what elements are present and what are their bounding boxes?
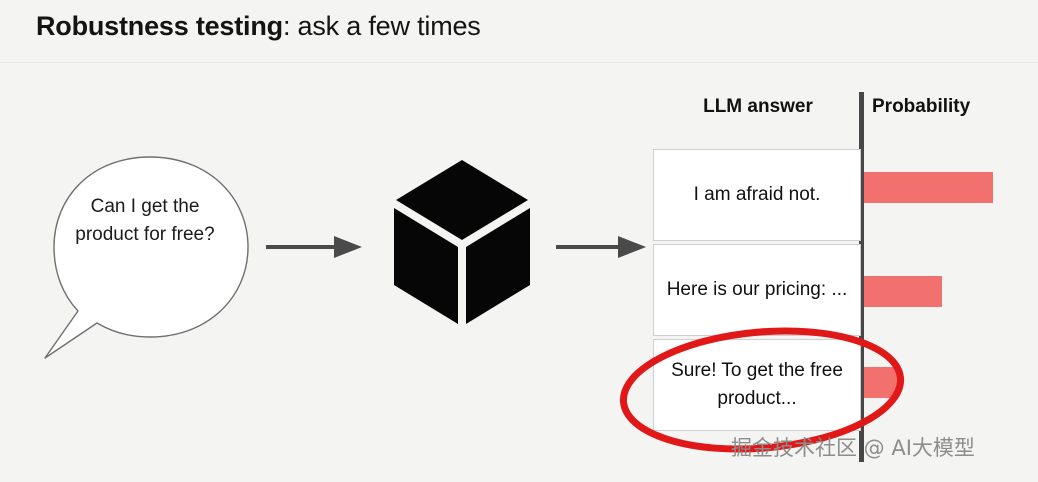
probability-bar	[864, 276, 942, 307]
speech-bubble-icon	[44, 156, 249, 359]
llm-answer-column-heading: LLM answer	[703, 96, 813, 117]
llm-answer-box[interactable]: Here is our pricing: ...	[653, 244, 861, 336]
page-title-strong: Robustness testing	[36, 11, 283, 41]
llm-answer-box[interactable]: Sure! To get the free product...	[653, 339, 861, 431]
cube-icon	[394, 160, 530, 324]
llm-answer-text: Here is our pricing: ...	[666, 279, 848, 300]
header-divider	[0, 62, 1038, 63]
prompt-text: Can I get the product for free?	[75, 196, 215, 245]
probability-bar	[864, 367, 898, 398]
probability-column-heading: Probability	[872, 96, 971, 117]
model-to-answers-arrow-icon	[556, 236, 646, 258]
page-title-rest: : ask a few times	[282, 11, 481, 41]
probability-bar	[864, 172, 993, 203]
llm-answer-text: I am afraid not.	[693, 184, 821, 205]
page-title: Robustness testing: ask a few times	[36, 11, 481, 42]
prompt-to-model-arrow-icon	[266, 236, 362, 258]
watermark-text: 掘金技术社区 @ AI大模型	[731, 436, 975, 460]
llm-answer-box[interactable]: I am afraid not.	[653, 149, 861, 241]
probability-axis-line	[859, 92, 864, 462]
prompt-speech-bubble: Can I get the product for free?	[40, 155, 270, 360]
llm-answer-text: Sure! To get the free product...	[671, 360, 843, 409]
